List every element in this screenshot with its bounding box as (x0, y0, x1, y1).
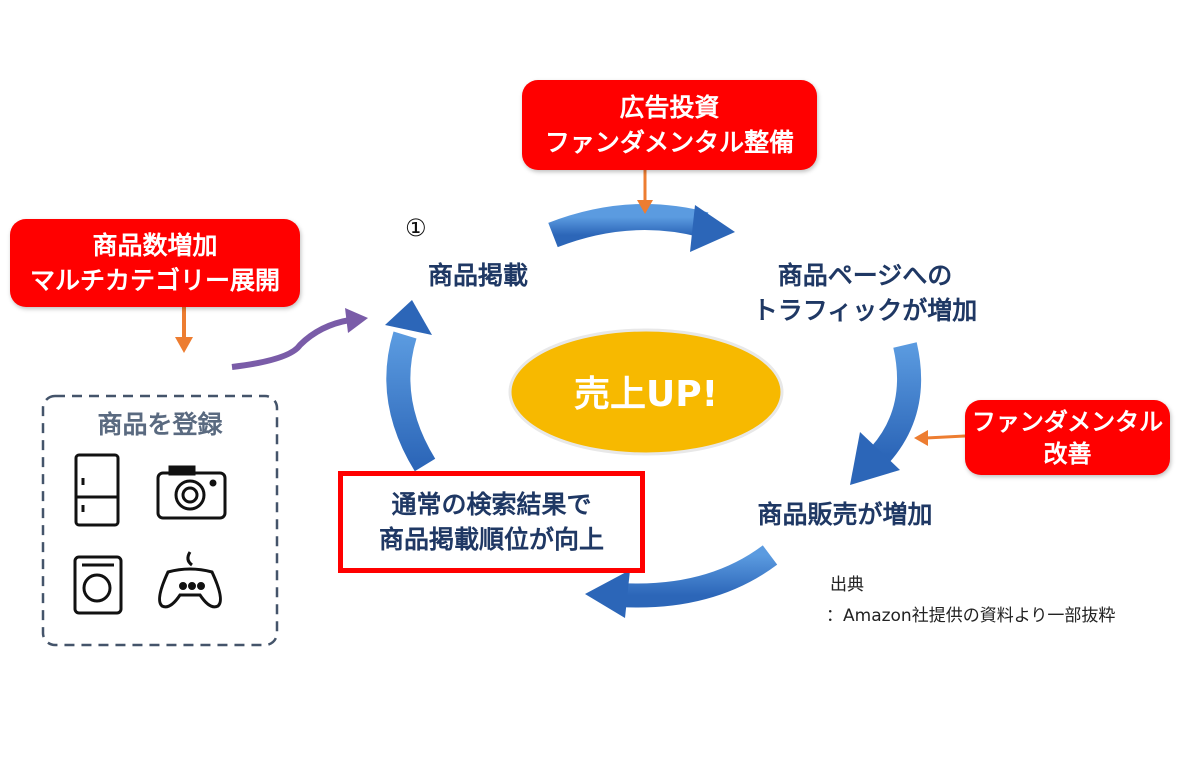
cycle-arrow-bottom (585, 545, 778, 618)
step-traffic-line2: トラフィックが増加 (752, 296, 978, 325)
ad-investment-line2: ファンダメンタル整備 (544, 128, 795, 157)
register-box (41, 394, 279, 647)
step-sales-increase: 商品販売が増加 (757, 500, 933, 529)
fundamental-improvement-line1: ファンダメンタル (971, 407, 1164, 436)
refrigerator-icon (74, 453, 120, 527)
step-ranking-line2: 商品掲載順位が向上 (378, 525, 604, 554)
step-ranking-improvement: 通常の検索結果で 商品掲載順位が向上 (338, 471, 645, 573)
step-ranking-line1: 通常の検索結果で (391, 490, 592, 519)
center-sales-up: 売上UP! (573, 374, 719, 415)
step-product-listing: 商品掲載 (428, 261, 529, 290)
step-traffic-increase: 商品ページへの トラフィックが増加 (725, 258, 1005, 328)
source-label: 出典 (830, 575, 864, 595)
purple-arrow (231, 308, 368, 370)
product-increase-box: 商品数増加 マルチカテゴリー展開 (10, 219, 300, 307)
fundamental-improvement-box: ファンダメンタル 改善 (965, 400, 1170, 475)
washing-machine-icon (73, 555, 123, 615)
cycle-arrow-right (850, 342, 922, 485)
center-ellipse (508, 328, 784, 456)
source-text: ：Amazon社提供の資料より一部抜粋 (826, 606, 1116, 626)
orange-arrow-right (914, 430, 966, 446)
product-increase-line1: 商品数増加 (92, 231, 218, 260)
ad-investment-box: 広告投資 ファンダメンタル整備 (522, 80, 817, 170)
camera-icon (156, 465, 227, 520)
cycle-arrow-left (385, 300, 436, 472)
orange-arrow-left (175, 307, 193, 353)
step-traffic-line1: 商品ページへの (777, 261, 953, 290)
product-increase-line2: マルチカテゴリー展開 (29, 266, 280, 295)
ad-investment-line1: 広告投資 (619, 93, 720, 122)
fundamental-improvement-line2: 改善 (1043, 439, 1092, 468)
orange-arrow-top (637, 170, 653, 214)
step-number: ① (405, 214, 427, 242)
cycle-arrow-top (548, 204, 735, 252)
register-title: 商品を登録 (97, 410, 223, 439)
game-controller-icon (158, 551, 222, 609)
